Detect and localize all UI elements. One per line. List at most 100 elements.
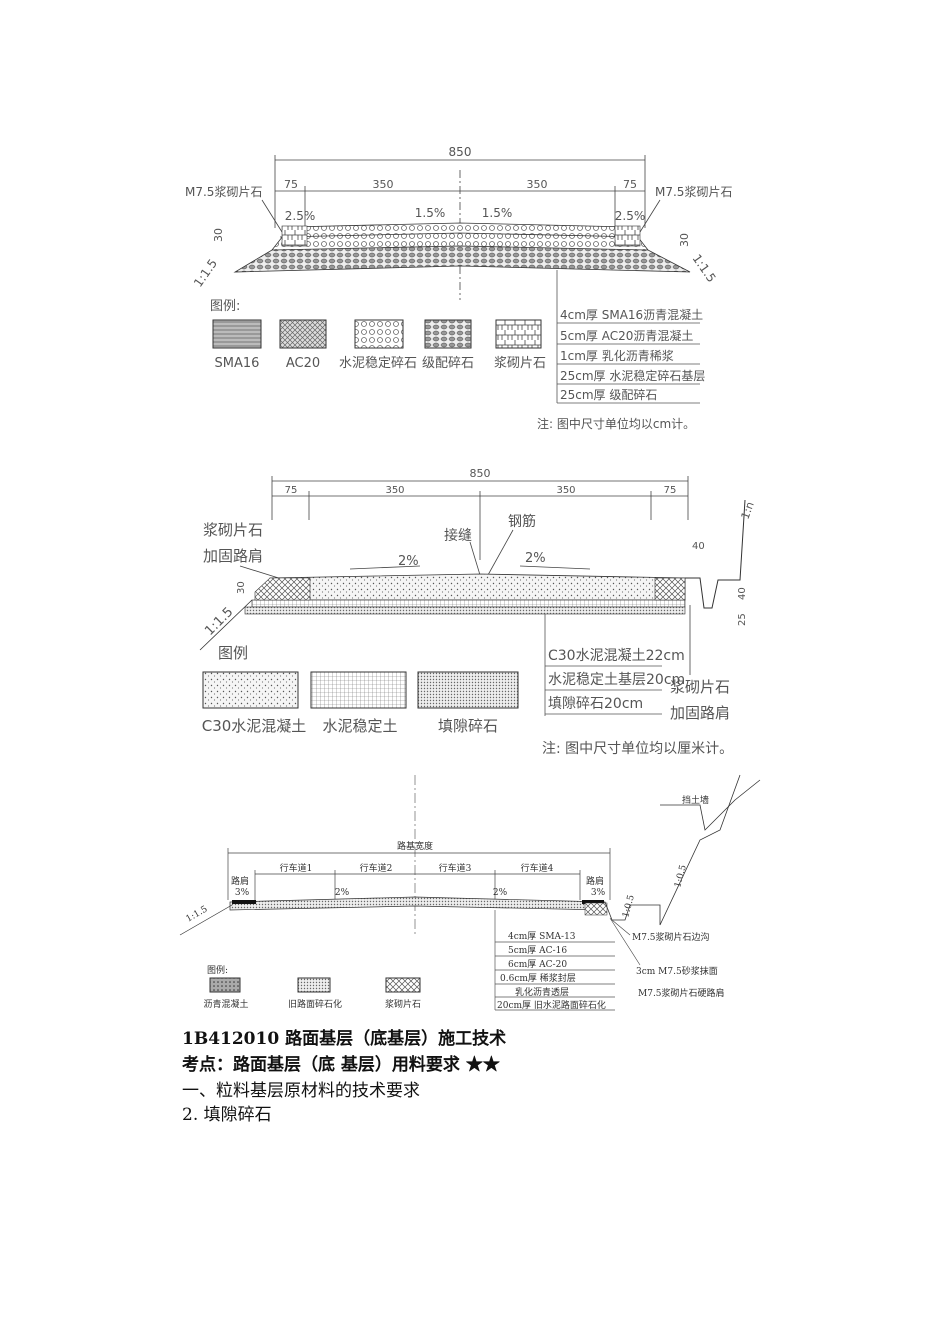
- fig3-lane-3: 行车道3: [439, 862, 472, 874]
- fig2-label-shoulder: 加固路肩: [203, 547, 263, 565]
- fig1-side-slope-right: 1:1.5: [690, 252, 719, 285]
- fig3-lane-1: 行车道1: [280, 862, 313, 874]
- fig1-dim-lane-left: 350: [373, 178, 394, 191]
- fig2-macadam: [244, 606, 686, 615]
- fig3-retaining-wall: 挡土墙: [682, 794, 709, 806]
- fig3-layer-1: 5cm厚 AC-16: [508, 945, 567, 956]
- fig1-legend-label-3: 级配碎石: [422, 356, 474, 371]
- fig2-slope-left: 2%: [398, 554, 419, 569]
- fig3-slope-shoulder-right: 3%: [591, 888, 606, 898]
- fig3-layer-5: 20cm厚 旧水泥路面碎石化: [497, 999, 606, 1011]
- fig3-layer-4: 乳化沥青透层: [515, 986, 569, 998]
- figure-1: 850 75 350 350 75 M7.5浆砌片石 M7.5浆砌片石 2.5%…: [185, 145, 732, 431]
- fig2-legend-title: 图例: [218, 644, 248, 662]
- fig1-dim-lines: [274, 155, 646, 300]
- fig2-layer-table: [545, 665, 662, 715]
- fig3-shoulder-left: 路肩: [231, 875, 249, 887]
- fig3-wall-outline: [604, 774, 741, 926]
- fig2-dim-h30: 30: [236, 581, 247, 594]
- fig3-legend-swatch-asphalt: [209, 977, 241, 993]
- fig1-dim-shoulder-right: 75: [623, 178, 637, 191]
- fig1-edge-label-left: M7.5浆砌片石: [185, 184, 262, 199]
- fig2-note: 注: 图中尺寸单位均以厘米计。: [542, 741, 733, 757]
- fig1-legend-swatch-cement: [354, 319, 404, 349]
- fig3-legend-swatch-stone: [385, 977, 421, 993]
- fig3-layer-table: [494, 910, 615, 1011]
- fig2-layer-1: 水泥稳定土基层20cm: [548, 671, 685, 688]
- fig2-label-joint: 接缝: [444, 527, 472, 544]
- fig1-slope-shoulder-right: 2.5%: [615, 209, 646, 223]
- fig3-legend-label-1: 旧路面碎石化: [288, 998, 342, 1010]
- fig1-note: 注: 图中尺寸单位均以cm计。: [537, 416, 695, 431]
- fig1-layer-3: 25cm厚 水泥稳定碎石基层: [560, 368, 705, 383]
- fig2-legend-label-1: 水泥稳定土: [322, 717, 397, 735]
- fig1-legend-swatch-ac20: [279, 319, 327, 349]
- fig1-legend-swatch-graded: [424, 319, 472, 349]
- fig3-shoulder-right: 路肩: [586, 875, 604, 887]
- fig2-dim-lane-right: 350: [556, 485, 575, 496]
- fig1-subbase-layer: [233, 245, 691, 273]
- fig1-legend-swatch-stone: [495, 319, 542, 349]
- fig2-slope-right: 2%: [525, 551, 546, 566]
- fig2-label-stone-right: 浆砌片石: [670, 678, 730, 696]
- section-heading: 1B412010 路面基层（底基层）施工技术: [182, 1029, 507, 1049]
- fig1-stone-left: [281, 225, 308, 247]
- fig2-layer-0: C30水泥混凝土22cm: [548, 648, 685, 664]
- fig3-layer-3: 0.6cm厚 稀浆封层: [500, 972, 576, 984]
- fig3-label-ditch: M7.5浆砌片石边沟: [632, 931, 710, 943]
- fig1-slope-lane-left: 1.5%: [415, 206, 446, 220]
- fig1-legend-swatch-sma16: [212, 319, 262, 349]
- fig2-label-stone: 浆砌片石: [203, 521, 263, 539]
- fig3-shoulder-left-cap: [232, 900, 256, 904]
- list-item-heading: 2. 填隙碎石: [182, 1105, 272, 1125]
- fig2-dim-shoulder-left: 75: [285, 485, 298, 496]
- fig2-shoulder-left: [254, 577, 311, 601]
- fig2-dim-lines: [271, 476, 689, 560]
- fig3-wall-slope: 1:0.5: [673, 864, 689, 889]
- fig3-label-hard-shoulder: M7.5浆砌片石硬路肩: [638, 987, 725, 999]
- fig2-ditch-width: 40: [692, 541, 705, 552]
- fig1-dim-height-right: 30: [678, 233, 691, 247]
- fig1-layer-table: [556, 270, 700, 404]
- key-point-heading: 考点：路面基层（底 基层）用料要求 ★★: [182, 1055, 500, 1075]
- fig1-layer-0: 4cm厚 SMA16沥青混凝土: [560, 307, 703, 322]
- fig3-stone-shoulder: [584, 902, 608, 916]
- fig3-label-mortar: 3cm M7.5砂浆抹面: [636, 965, 718, 977]
- fig2-layer-2: 填隙碎石20cm: [548, 696, 643, 712]
- fig2-dim-shoulder-right: 75: [664, 485, 677, 496]
- fig3-legend-title: 图例:: [207, 964, 228, 976]
- subsection-heading: 一、粒料基层原材料的技术要求: [182, 1081, 420, 1101]
- fig3-shoulder-right-cap: [582, 900, 604, 904]
- fig1-legend-label-1: AC20: [286, 356, 320, 371]
- fig2-side-slope: 1:1.5: [202, 605, 236, 639]
- fig3-ditch-slope: 1:0.5: [621, 894, 637, 919]
- fig3-legend-swatch-rubblized: [297, 977, 331, 993]
- fig3-legend-label-0: 沥青混凝土: [203, 998, 248, 1010]
- fig1-total-dim: 850: [449, 145, 472, 159]
- fig3-lane-4: 行车道4: [521, 862, 554, 874]
- fig2-label-rebar: 钢筋: [508, 513, 536, 530]
- fig3-slope-lane-right: 2%: [493, 888, 508, 898]
- fig2-cut-slope: 1:n: [739, 500, 757, 521]
- fig1-layer-2: 1cm厚 乳化沥青稀浆: [560, 348, 674, 363]
- fig2-label-shoulder-right: 加固路肩: [670, 704, 730, 722]
- fig2-legend-label-0: C30水泥混凝土: [202, 717, 307, 735]
- fig2-concrete-slab: [269, 573, 686, 601]
- fig1-layer-4: 25cm厚 级配碎石: [560, 387, 657, 402]
- fig1-stone-right: [614, 225, 641, 247]
- fig1-layer-1: 5cm厚 AC20沥青混凝土: [560, 328, 693, 343]
- fig2-legend-swatch-macadam: [417, 671, 519, 709]
- fig1-legend-title: 图例:: [210, 299, 240, 314]
- figure-2: 850 75 350 350 75 浆砌片石 加固路肩 接缝 钢筋 2% 2% …: [199, 467, 757, 757]
- fig2-stabilized-base: [251, 599, 686, 608]
- fig3-layer-2: 6cm厚 AC-20: [508, 959, 567, 970]
- figure-3: 路基宽度 行车道1 行车道2 行车道3 行车道4 路肩 路肩 3% 2% 2% …: [179, 774, 761, 1011]
- fig3-slope-lane-left: 2%: [335, 888, 350, 898]
- fig2-legend-label-2: 填隙碎石: [438, 717, 498, 735]
- fig3-dim-lines: [227, 848, 611, 900]
- fig1-dim-height: 30: [212, 228, 225, 242]
- fig3-lane-2: 行车道2: [360, 862, 393, 874]
- fig1-legend-label-2: 水泥稳定碎石: [339, 355, 417, 371]
- fig2-total-dim: 850: [470, 467, 491, 480]
